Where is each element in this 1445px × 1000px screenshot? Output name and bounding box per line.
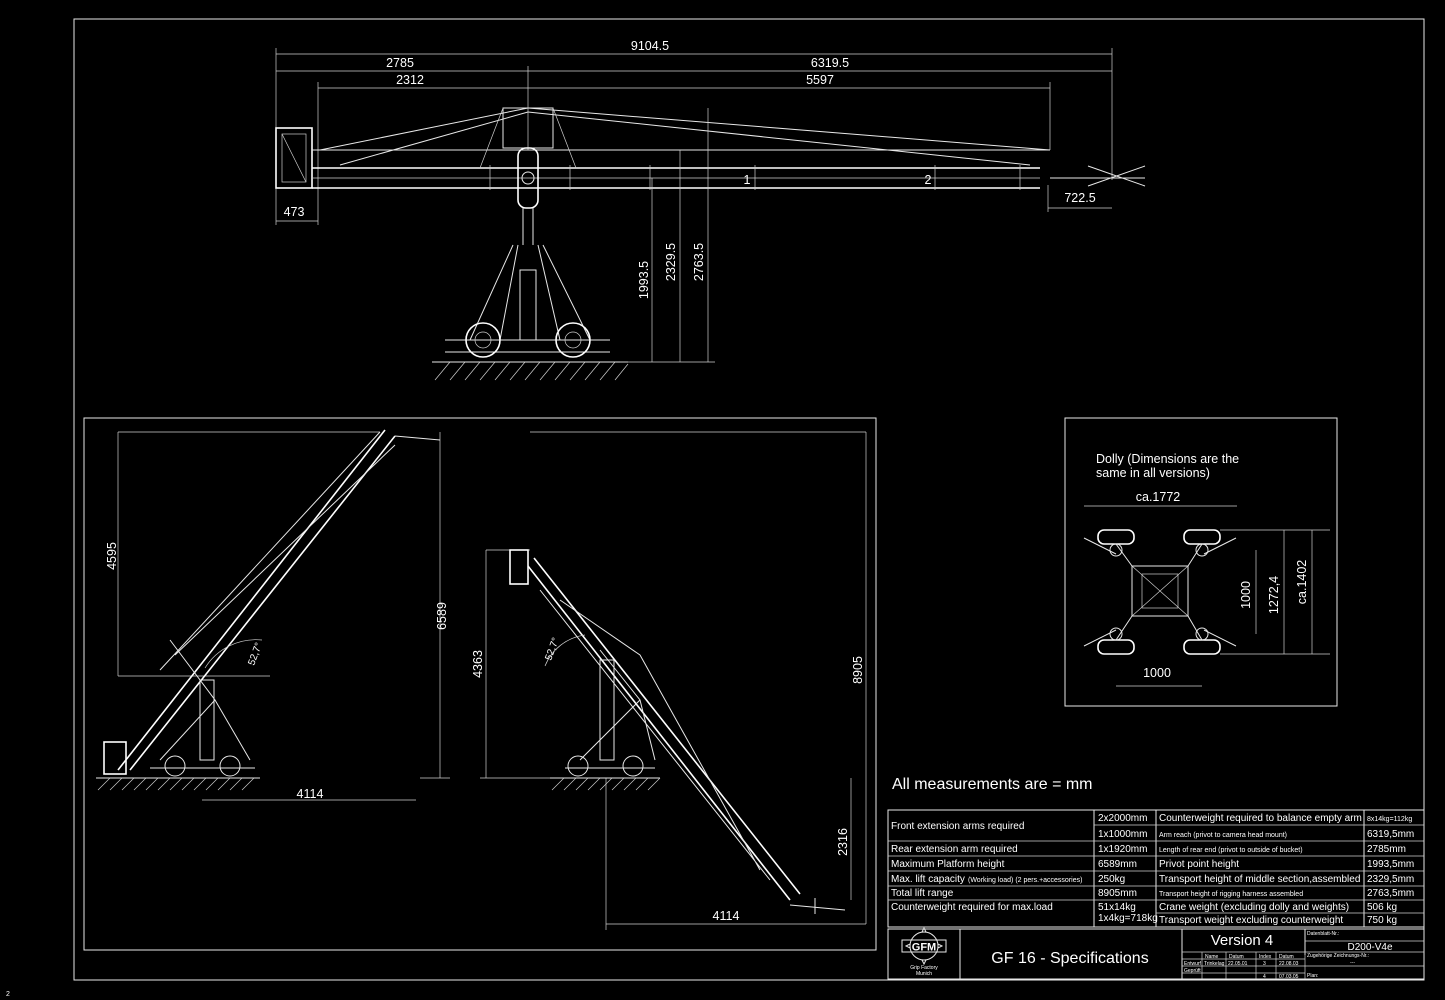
title-block: GFM Grip Factory Munich GF 16 - Specific…: [887, 926, 1425, 980]
dolly-title-line2: same in all versions): [1096, 466, 1210, 480]
side-views: 4595 6589 4114 52,7° 4363 8905 2316 4114…: [83, 417, 877, 951]
dim-pivot-height: 1993.5: [637, 261, 651, 299]
version-label: Version 4: [1211, 932, 1274, 949]
spec-left-2-label: Maximum Platform height: [891, 859, 1005, 870]
sheet-border: [73, 18, 1425, 981]
dim-front-length: 6319.5: [811, 56, 849, 70]
dim-raised-height: 4595: [105, 542, 119, 570]
dolly-view: Dolly (Dimensions are the same in all ve…: [1064, 417, 1338, 707]
plan-label: Plan:: [1307, 973, 1318, 979]
dolly-title-line1: Dolly (Dimensions are the: [1096, 452, 1239, 466]
dim-dolly-wheelbase: 1000: [1143, 666, 1171, 680]
grid-r1-3: 3: [1263, 961, 1266, 967]
spec-left-3-value: 250kg: [1098, 874, 1125, 885]
dim-dolly-inner: 1272,4: [1267, 576, 1281, 614]
dim-head-offset: 722.5: [1064, 191, 1095, 205]
top-view: 9104.5 2785 6319.5 2312 5597 1: [275, 39, 1146, 381]
spec-right-6-label: Crane weight (excluding dolly and weight…: [1159, 902, 1349, 913]
spec-right-3-label: Privot point height: [1159, 859, 1239, 870]
dim-dolly-length: ca.1402: [1295, 560, 1309, 605]
spec-right-0-value: 8x14kg=112kg: [1367, 816, 1412, 823]
spec-right-4-label: Transport height of middle section,assem…: [1159, 874, 1360, 885]
dim-lowered-angle: 52,7°: [543, 636, 561, 662]
dim-rear-inner: 2312: [396, 73, 424, 87]
drawing-title: GF 16 - Specifications: [991, 950, 1148, 967]
dim-dolly-track: 1000: [1239, 581, 1253, 609]
spec-right-1-label: Arm reach (privot to camera head mount): [1159, 832, 1287, 839]
logo-text: GFM: [912, 942, 936, 954]
spec-left-4-label: Total lift range: [891, 888, 954, 899]
related-label: Zugehörige Zeichnungs-Nr.:: [1307, 953, 1369, 959]
spec-left-5-value-b: 1x4kg=718kg: [1098, 913, 1158, 924]
spec-left-3-label: Max. lift capacity: [891, 874, 965, 885]
drawing-no: D200-V4e: [1347, 942, 1392, 953]
section-marker-2: 2: [925, 173, 932, 187]
units-note: All measurements are = mm: [892, 776, 1093, 793]
dim-dolly-width: ca.1772: [1136, 490, 1181, 504]
spec-left-5-value-a: 51x14kg: [1098, 902, 1136, 913]
grid-r2-4: 07.03.05: [1279, 974, 1299, 980]
dim-lowered-reach: 4114: [713, 909, 740, 923]
dim-raised-reach: 4114: [297, 787, 324, 801]
gfm-logo: GFM Grip Factory Munich: [901, 926, 947, 977]
dim-max-height: 6589: [435, 602, 449, 630]
spec-right-3-value: 1993,5mm: [1367, 859, 1414, 870]
grid-r1-0: Entwurf: [1184, 961, 1202, 967]
grid-r1-4: 22.08.03: [1279, 961, 1299, 967]
page-marker: 2: [6, 991, 10, 998]
dim-lowered-depth: 2316: [836, 828, 850, 856]
dim-total-length: 9104.5: [631, 39, 669, 53]
spec-left-1-label: Rear extension arm required: [891, 844, 1018, 855]
related-value: ---: [1350, 960, 1355, 966]
spec-left-2-value: 6589mm: [1098, 859, 1137, 870]
dim-raised-angle: 52,7°: [246, 641, 264, 667]
spec-right-5-value: 2763,5mm: [1367, 888, 1414, 899]
spec-right-7-value: 750 kg: [1367, 915, 1397, 926]
spec-left-3-note: (Working load) (2 pers.+accessories): [968, 877, 1082, 884]
logo-sub1: Grip Factory: [910, 965, 938, 971]
spec-right-2-label: Length of rear end (privot to outside of…: [1159, 847, 1303, 854]
spec-left-0-label: Front extension arms required: [891, 821, 1024, 832]
spec-right-6-value: 506 kg: [1367, 902, 1397, 913]
grid-r2-0: Geprüft: [1184, 968, 1201, 974]
spec-right-0-label: Counterweight required to balance empty …: [1159, 813, 1362, 824]
spec-left-0-value-b: 1x1000mm: [1098, 829, 1147, 840]
spec-right-7-label: Transport weight excluding counterweight: [1159, 915, 1343, 926]
dim-lowered-total: 8905: [851, 656, 865, 684]
dim-front-inner: 5597: [806, 73, 834, 87]
dim-rigging-height: 2763.5: [692, 243, 706, 281]
grid-r1-1: Trinkelag: [1204, 961, 1225, 967]
spec-right-4-value: 2329,5mm: [1367, 874, 1414, 885]
spec-right-5-label: Transport height of rigging harness asse…: [1159, 891, 1303, 898]
dim-lowered-height: 4363: [471, 650, 485, 678]
dim-rear-length: 2785: [386, 56, 414, 70]
logo-sub2: Munich: [916, 971, 932, 977]
dim-bucket-width: 473: [284, 205, 305, 219]
grid-header-2: Index: [1259, 954, 1272, 960]
grid-header-3: Datum: [1279, 954, 1294, 960]
drawing-no-label: Datenblatt-Nr.:: [1307, 931, 1339, 937]
spec-table: Front extension arms required 2x2000mm 1…: [887, 809, 1425, 928]
spec-left-5-label: Counterweight required for max.load: [891, 902, 1053, 913]
grid-r2-3: 4: [1263, 974, 1266, 980]
dim-transport-height: 2329.5: [664, 243, 678, 281]
section-marker-1: 1: [744, 173, 751, 187]
spec-left-0-value-a: 2x2000mm: [1098, 813, 1147, 824]
grid-header-0: Name: [1205, 954, 1219, 960]
spec-right-1-value: 6319,5mm: [1367, 829, 1414, 840]
grid-r1-2: 22.05.01: [1228, 961, 1248, 967]
spec-left-4-value: 8905mm: [1098, 888, 1137, 899]
spec-left-1-value: 1x1920mm: [1098, 844, 1147, 855]
spec-right-2-value: 2785mm: [1367, 844, 1406, 855]
grid-header-1: Datum: [1229, 954, 1244, 960]
